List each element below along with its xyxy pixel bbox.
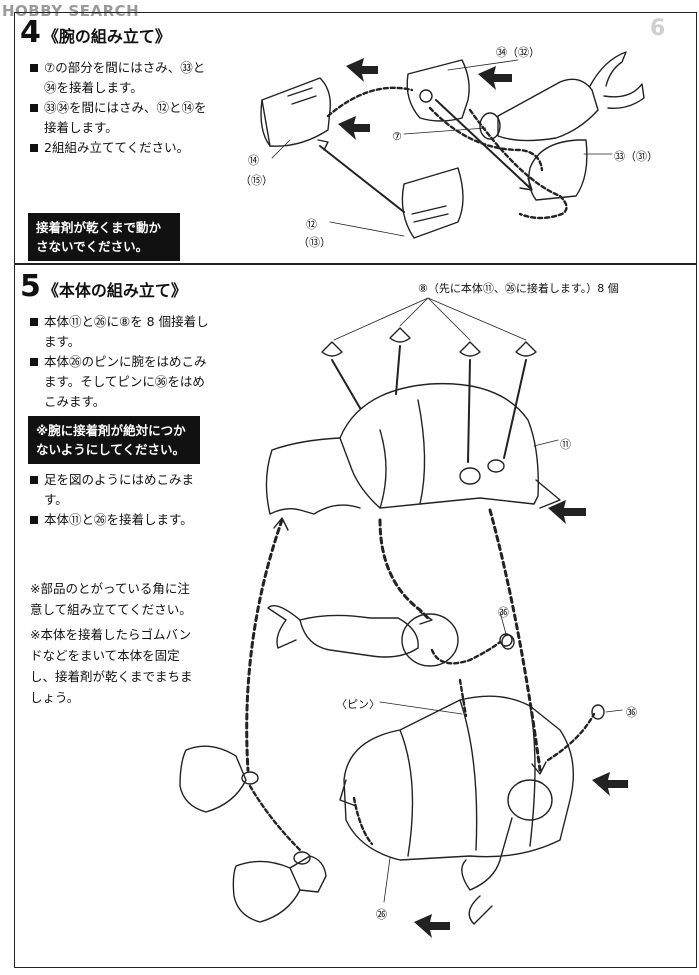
part-label-26: ㉖ <box>376 908 387 921</box>
step4-number: 4 <box>20 15 41 50</box>
step5-instructions-b: 足を図のようにはめこみます。 本体⑪と㉖を接着します。 <box>30 470 214 530</box>
step4-instructions: ⑦の部分を間にはさみ、㉝と㉞を接着します。 ㉝㉞を間にはさみ、⑫と⑭を接着します… <box>30 58 214 158</box>
step5-title: 《本体の組み立て》 <box>42 281 187 300</box>
list-item: 本体⑪と㉖に⑧を 8 個接着します。 <box>30 312 214 352</box>
pin-label: 〈ピン〉 <box>336 698 380 711</box>
step5-heading: 5 《本体の組み立て》 <box>20 272 187 302</box>
list-item: 本体⑪と㉖を接着します。 <box>30 510 214 530</box>
part-label-12: ⑫ <box>306 218 317 231</box>
step4-panel <box>14 12 697 264</box>
note-item: ※部品のとがっている角に注意して組み立ててください。 <box>30 581 192 617</box>
list-item: ㉝㉞を間にはさみ、⑫と⑭を接着します。 <box>30 98 214 138</box>
part-label-13: （⑬） <box>298 236 331 249</box>
part-label-34: ㉞（㉜） <box>496 46 540 59</box>
step4-heading: 4 《腕の組み立て》 <box>20 18 171 48</box>
step4-title: 《腕の組み立て》 <box>42 27 171 46</box>
part-label-14: ⑭ <box>248 154 259 167</box>
hobby-search-logo: HOBBY SEARCH <box>2 2 140 20</box>
list-item: 本体㉖のピンに腕をはめこみます。そしてピンに㊱をはめこみます。 <box>30 352 214 412</box>
part-label-11: ⑪ <box>560 438 571 451</box>
part-label-36-upper: ㊱ <box>498 606 509 619</box>
step5-panel <box>14 264 697 968</box>
step5-header-note: ⑧（先に本体⑪、㉖に接着します。）8 個 <box>418 282 619 295</box>
step5-number: 5 <box>20 269 41 304</box>
note-item: ※本体を接着したらゴムバンドなどをまいて本体を固定し、接着剤が乾くまでまちましょ… <box>30 627 193 705</box>
step5-notes: ※部品のとがっている角に注意して組み立ててください。 ※本体を接着したらゴムバン… <box>30 578 200 712</box>
part-label-7: ⑦ <box>392 130 402 143</box>
list-item: ⑦の部分を間にはさみ、㉝と㉞を接着します。 <box>30 58 214 98</box>
list-item: 2組組み立ててください。 <box>30 138 214 158</box>
part-label-33: ㉝（㉛） <box>614 150 658 163</box>
step4-caution-box: 接着剤が乾くまで動かさないでください。 <box>28 213 180 261</box>
list-item: 足を図のようにはめこみます。 <box>30 470 214 510</box>
step5-caution-box: ※腕に接着剤が絶対につかないようにしてください。 <box>28 416 200 464</box>
step5-instructions-a: 本体⑪と㉖に⑧を 8 個接着します。 本体㉖のピンに腕をはめこみます。そしてピン… <box>30 312 214 412</box>
page-corner-mark: 6 <box>650 16 666 41</box>
part-label-36-lower: ㊱ <box>626 706 637 719</box>
part-label-15: （⑮） <box>240 174 273 187</box>
